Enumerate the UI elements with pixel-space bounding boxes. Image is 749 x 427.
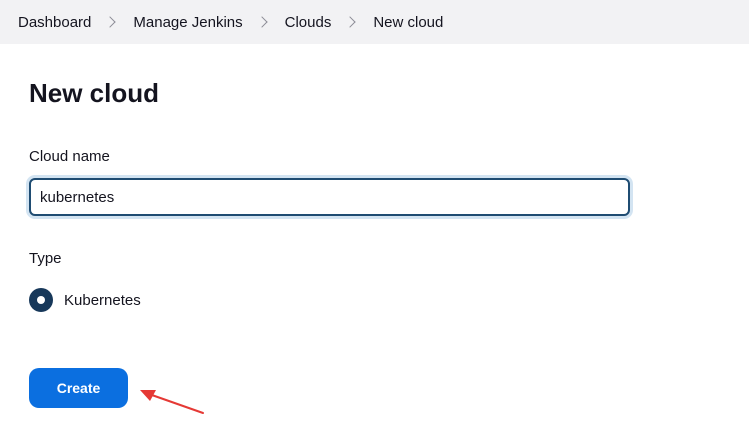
breadcrumb-new-cloud[interactable]: New cloud [373, 13, 444, 31]
radio-label-kubernetes: Kubernetes [64, 291, 141, 309]
breadcrumb: Dashboard Manage Jenkins Clouds New clou… [0, 0, 749, 44]
breadcrumb-dashboard[interactable]: Dashboard [18, 13, 92, 31]
chevron-right-icon [255, 16, 268, 28]
radio-selected-icon[interactable] [29, 288, 53, 312]
chevron-right-icon [344, 16, 356, 28]
breadcrumb-clouds[interactable]: Clouds [284, 13, 332, 31]
chevron-right-icon [104, 16, 117, 28]
breadcrumb-manage-jenkins[interactable]: Manage Jenkins [133, 13, 243, 31]
page-title: New cloud [29, 78, 160, 108]
create-button[interactable]: Create [29, 368, 128, 408]
annotation-arrow-icon [140, 390, 204, 414]
cloud-name-input[interactable] [29, 178, 630, 216]
radio-dot [37, 296, 45, 304]
radio-option-kubernetes[interactable]: Kubernetes [29, 288, 141, 312]
cloud-name-label: Cloud name [29, 148, 110, 165]
type-label: Type [29, 250, 62, 267]
